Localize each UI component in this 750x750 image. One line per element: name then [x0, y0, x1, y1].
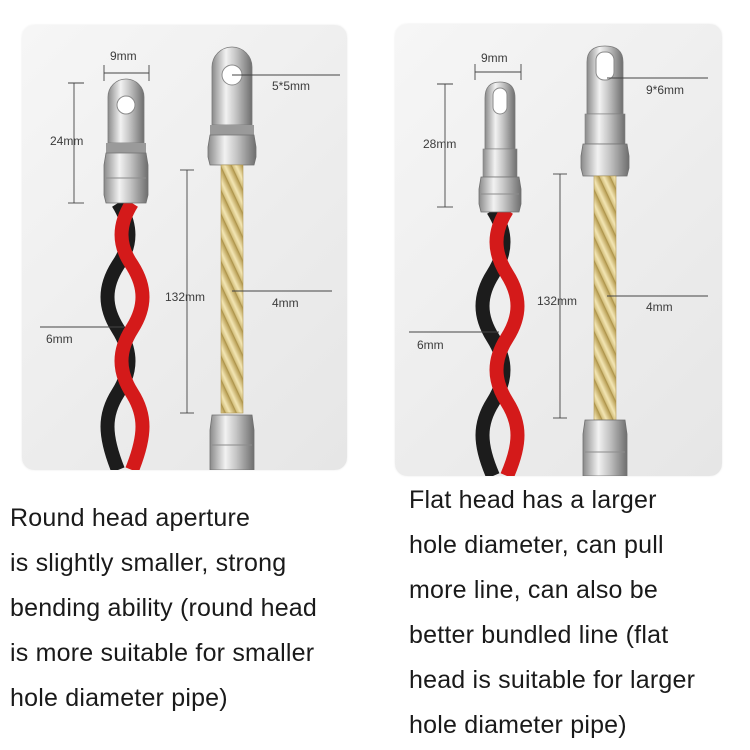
- flat-eye-head: [478, 81, 522, 213]
- caption-line: hole diameter pipe): [409, 711, 627, 739]
- flat-head-illustration: 9mm 9*6mm 28mm 132mm 4mm 6mm: [409, 45, 708, 476]
- caption-line: hole diameter pipe): [10, 684, 228, 712]
- caption-line: Flat head has a larger: [409, 486, 657, 514]
- caption-line: Round head aperture: [10, 504, 251, 532]
- round-eye-head-with-rod: [207, 46, 257, 470]
- dimension-lines: [40, 65, 340, 414]
- flat-head-description: Flat head has a larger hole diameter, ca…: [409, 478, 695, 748]
- twisted-cable: [100, 199, 150, 470]
- round-eye-head: [103, 78, 149, 204]
- round-head-illustration: 9mm 5*5mm 24mm 132mm 4mm 6mm: [40, 46, 340, 470]
- twisted-cable: [475, 206, 525, 476]
- round-rod-diameter-label: 4mm: [272, 296, 299, 310]
- flat-head-width-label: 9mm: [481, 51, 508, 65]
- round-head-product-image: 9mm 5*5mm 24mm 132mm 4mm 6mm: [22, 25, 347, 470]
- caption-line: more line, can also be: [409, 576, 658, 604]
- round-head-description: Round head aperture is slightly smaller,…: [10, 496, 317, 721]
- dimension-lines: [409, 64, 708, 419]
- flat-aperture-label: 9*6mm: [646, 83, 684, 97]
- flat-cable-diameter-label: 6mm: [417, 338, 444, 352]
- round-head-width-label: 9mm: [110, 49, 137, 63]
- round-rod-length-label: 132mm: [165, 290, 205, 304]
- caption-line: is slightly smaller, strong: [10, 549, 287, 577]
- round-head-length-label: 24mm: [50, 134, 83, 148]
- flat-rod-diameter-label: 4mm: [646, 300, 673, 314]
- flat-rod-length-label: 132mm: [537, 294, 577, 308]
- caption-line: hole diameter, can pull: [409, 531, 664, 559]
- round-cable-diameter-label: 6mm: [46, 332, 73, 346]
- flat-head-product-image: 9mm 9*6mm 28mm 132mm 4mm 6mm: [395, 24, 722, 476]
- caption-line: bending ability (round head: [10, 594, 318, 622]
- caption-line: head is suitable for larger: [409, 666, 696, 694]
- round-aperture-label: 5*5mm: [272, 79, 310, 93]
- caption-line: better bundled line (flat: [409, 621, 669, 649]
- flat-eye-head-with-rod: [580, 45, 630, 476]
- flat-head-length-label: 28mm: [423, 137, 456, 151]
- caption-line: is more suitable for smaller: [10, 639, 315, 667]
